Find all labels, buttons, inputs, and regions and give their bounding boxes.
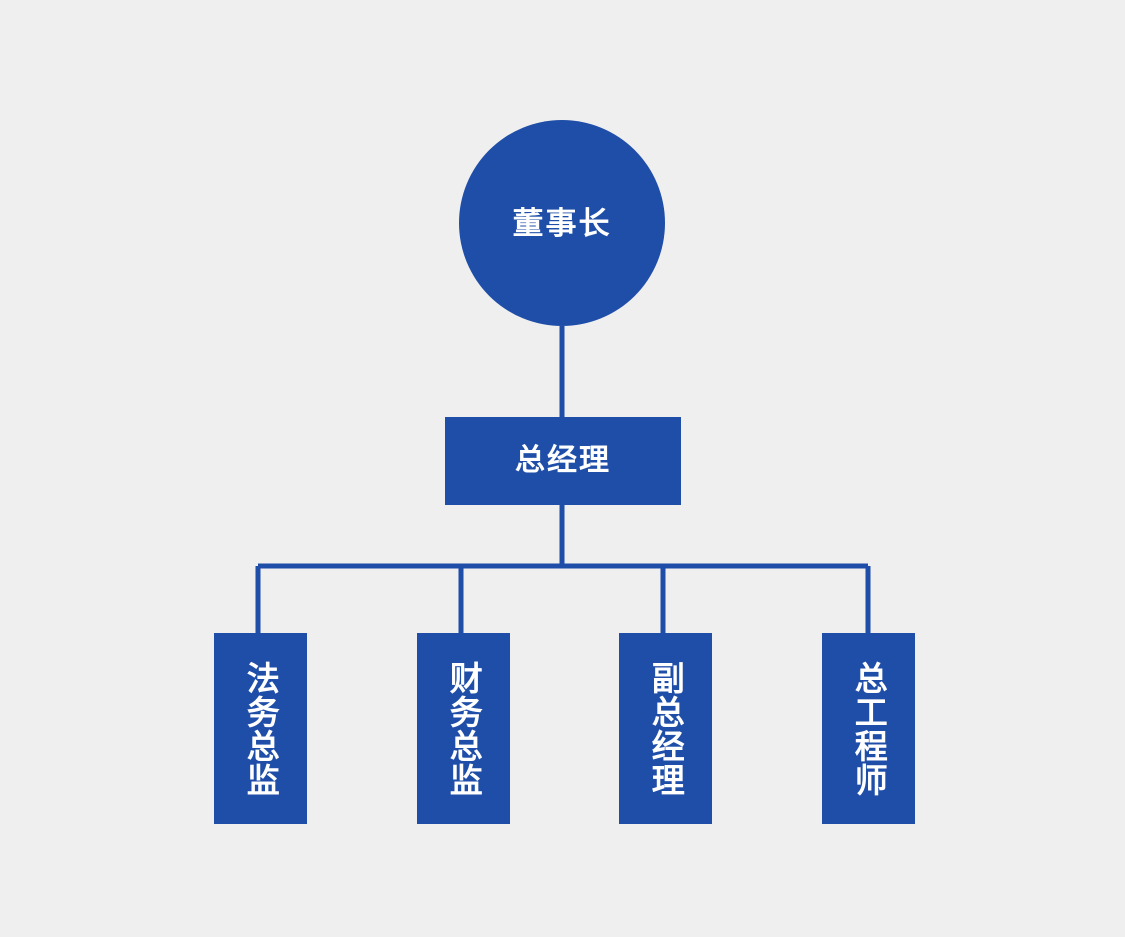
node-general-manager-label: 总经理 — [515, 444, 611, 477]
node-chairman[interactable]: 董事长 — [459, 120, 665, 326]
node-chief-engineer[interactable]: 总工程师 — [822, 633, 915, 824]
node-finance-director[interactable]: 财务总监 — [417, 633, 510, 824]
node-legal-director[interactable]: 法务总监 — [214, 633, 307, 824]
node-legal-director-label: 法务总监 — [242, 660, 280, 797]
node-chief-engineer-label: 总工程师 — [850, 660, 888, 797]
node-deputy-general-manager[interactable]: 副总经理 — [619, 633, 712, 824]
node-deputy-general-manager-label: 副总经理 — [647, 660, 685, 797]
node-finance-director-label: 财务总监 — [445, 660, 483, 797]
node-general-manager[interactable]: 总经理 — [445, 417, 681, 505]
node-chairman-label: 董事长 — [512, 205, 612, 241]
